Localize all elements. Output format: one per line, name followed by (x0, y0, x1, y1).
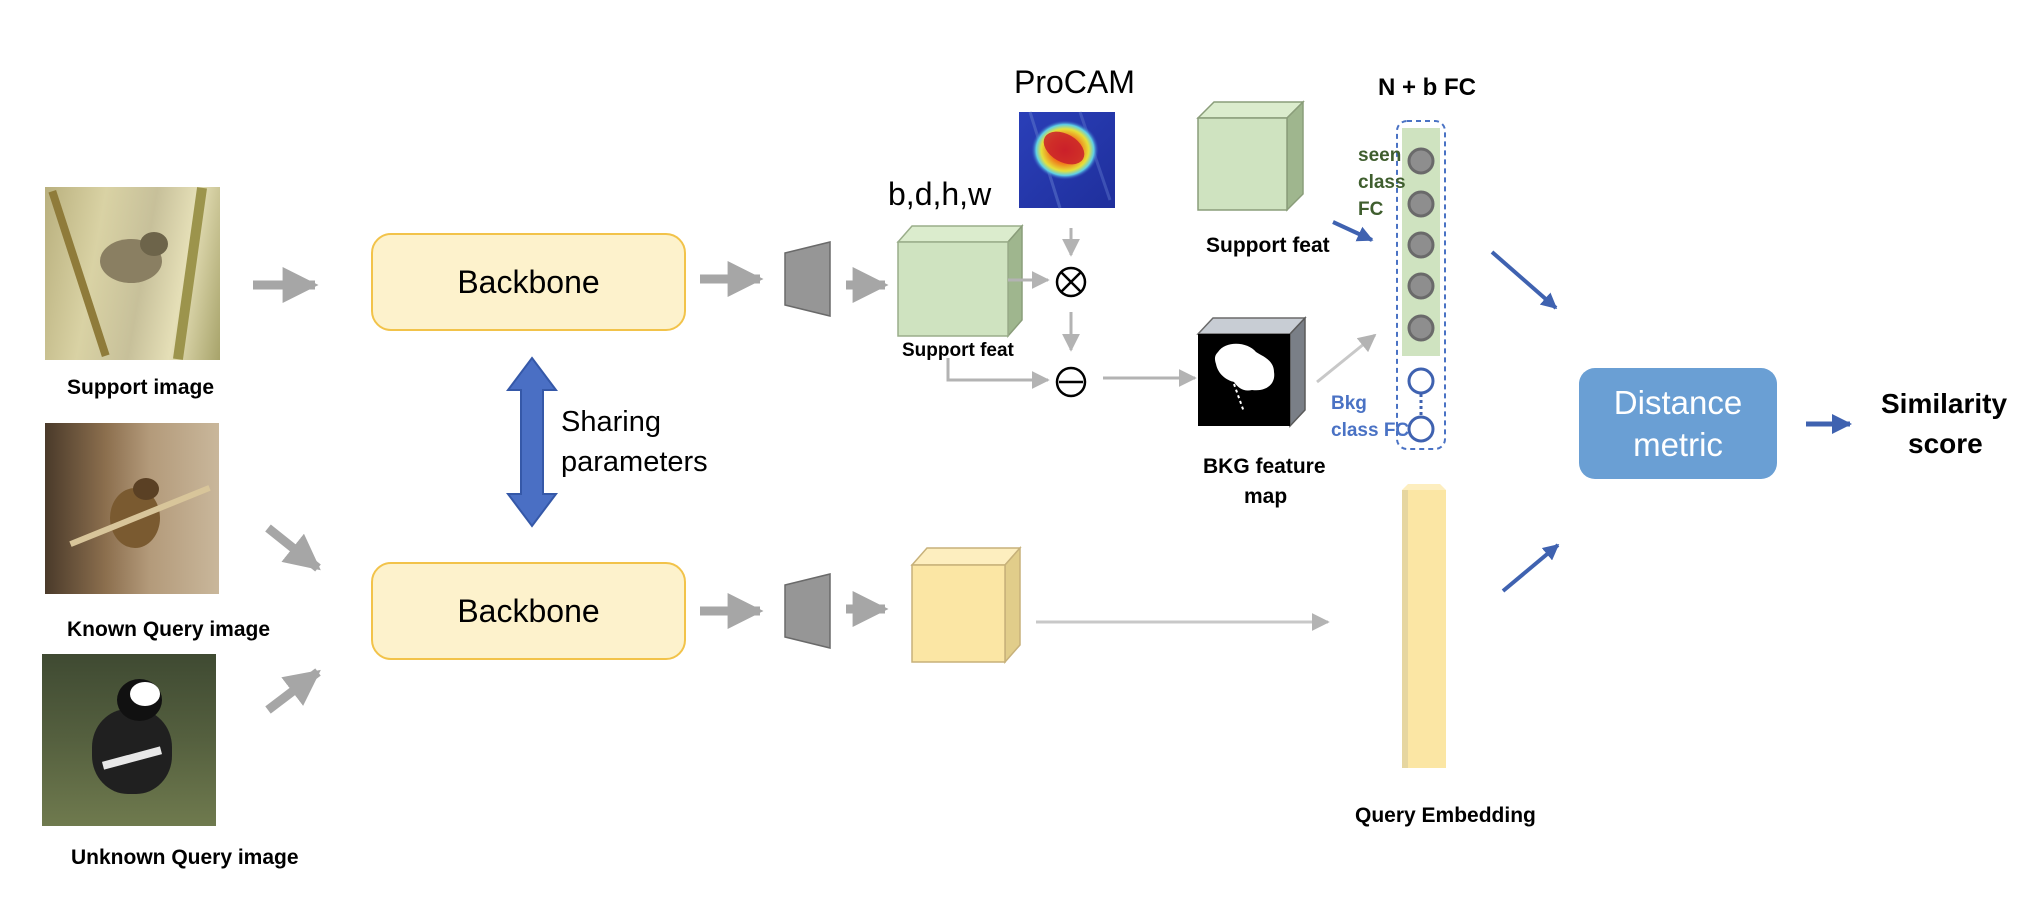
sharing-parameters-arrow (506, 356, 558, 528)
multiply-circle-icon (1055, 266, 1087, 298)
n-b-fc-title: N + b FC (1378, 74, 1477, 101)
arrow-fc-to-distance (1490, 250, 1558, 310)
known-query-image-label: Known Query image (67, 618, 271, 641)
seen-class-label-line1: seen (1358, 145, 1402, 166)
arrow-support-to-minus (946, 358, 1050, 389)
support-feat-small-label: Support feat (902, 340, 1014, 361)
backbone-top-box: Backbone (371, 233, 686, 331)
procam-title: ProCAM (1014, 64, 1135, 100)
arrow-unknown-to-backbone (265, 668, 321, 714)
similarity-score-line2: score (1908, 428, 1983, 459)
sharing-label-line2: parameters (561, 446, 708, 478)
known-query-image-photo (45, 423, 219, 594)
arrow-embedding-to-distance (1501, 543, 1560, 593)
trapezoid-pooling-icon (784, 241, 831, 317)
bkg-feature-label-line2: map (1244, 485, 1288, 508)
query-embedding-bar (1402, 484, 1446, 768)
seen-class-label-line2: class (1358, 172, 1406, 193)
minus-circle-icon (1055, 366, 1087, 398)
query-feat-cube (910, 546, 1022, 664)
bkg-class-label-line1: Bkg (1331, 393, 1367, 414)
sharing-label-line1: Sharing (561, 406, 661, 438)
backbone-bottom-label: Backbone (457, 592, 600, 629)
trapezoid-pooling-icon (784, 573, 831, 649)
distance-metric-box: Distance metric (1579, 368, 1777, 479)
seen-class-label-line3: FC (1358, 199, 1384, 220)
support-image-photo (45, 187, 220, 360)
arrow-known-to-backbone (265, 524, 321, 572)
backbone-bottom-box: Backbone (371, 562, 686, 660)
unknown-query-image-label: Unknown Query image (71, 846, 299, 869)
support-feat-right-label: Support feat (1206, 234, 1330, 257)
arrow-bkg-to-fc (1316, 333, 1377, 384)
fc-layer-frame (1396, 120, 1446, 450)
unknown-query-image-photo (42, 654, 216, 826)
bkg-feature-label-line1: BKG feature (1203, 455, 1326, 478)
distance-line2: metric (1633, 425, 1723, 463)
procam-heatmap-image (1019, 111, 1115, 209)
bkg-class-label-line2: class FC (1331, 420, 1410, 441)
query-embedding-label: Query Embedding (1355, 804, 1536, 827)
distance-line1: Distance (1613, 383, 1743, 421)
dims-label: b,d,h,w (888, 176, 992, 212)
support-feat-right-cube (1196, 100, 1305, 212)
support-image-label: Support image (67, 376, 215, 399)
similarity-score-line1: Similarity (1881, 388, 2008, 419)
bkg-class-neurons (1407, 367, 1435, 443)
support-feat-cube (896, 224, 1024, 338)
seen-class-neurons (1407, 147, 1435, 342)
backbone-top-label: Backbone (457, 263, 600, 300)
arrow-support-feat-to-fc (1332, 220, 1374, 242)
bkg-feature-map-cube (1196, 316, 1307, 428)
